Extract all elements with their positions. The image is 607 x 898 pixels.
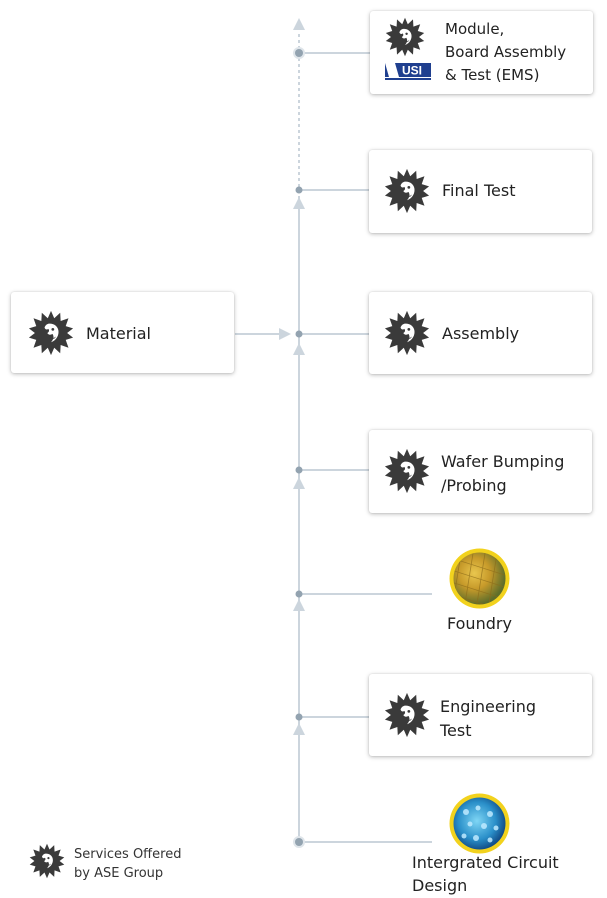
- engineering-label-line1: Engineering: [440, 697, 536, 716]
- ase-logo-icon: [384, 692, 430, 738]
- module-label-line2: Board Assembly: [445, 43, 567, 61]
- material-card[interactable]: Material: [11, 292, 234, 373]
- foundry-label: Foundry: [447, 614, 512, 633]
- material-label: Material: [86, 324, 151, 343]
- wafer-label-line2: /Probing: [441, 476, 507, 495]
- assembly-label: Assembly: [442, 324, 520, 343]
- wafer-photo-icon: [449, 548, 510, 609]
- legend-label-line2: by ASE Group: [74, 866, 164, 881]
- circuit-photo-icon: [449, 793, 510, 854]
- assembly-card[interactable]: Assembly: [369, 292, 592, 374]
- ase-logo-icon: [384, 448, 430, 494]
- final-test-card[interactable]: Final Test: [369, 150, 592, 233]
- engineering-test-card[interactable]: Engineering Test: [369, 674, 592, 756]
- wafer-label-line1: Wafer Bumping: [441, 452, 565, 471]
- module-label-line3: & Test (EMS): [445, 66, 540, 84]
- final-test-label: Final Test: [442, 181, 516, 200]
- engineering-label-line2: Test: [440, 721, 472, 740]
- wafer-bumping-card[interactable]: Wafer Bumping /Probing: [369, 430, 592, 513]
- module-assembly-card[interactable]: USI Module, Board Assembly & Test (EMS): [370, 11, 593, 94]
- legend-ase-logo-icon: [29, 843, 65, 879]
- ic-design-label-line2: Design: [412, 876, 468, 895]
- ase-logo-icon: [384, 310, 430, 356]
- module-label-line1: Module,: [445, 20, 505, 38]
- ase-logo-icon: [385, 17, 425, 57]
- usi-logo-icon: USI: [385, 63, 431, 80]
- usi-badge-text: USI: [402, 64, 422, 78]
- legend-label-line1: Services Offered: [74, 847, 182, 862]
- ase-logo-icon: [28, 310, 74, 356]
- ic-design-label-line1: Intergrated Circuit: [412, 853, 559, 872]
- ase-logo-icon: [384, 168, 430, 214]
